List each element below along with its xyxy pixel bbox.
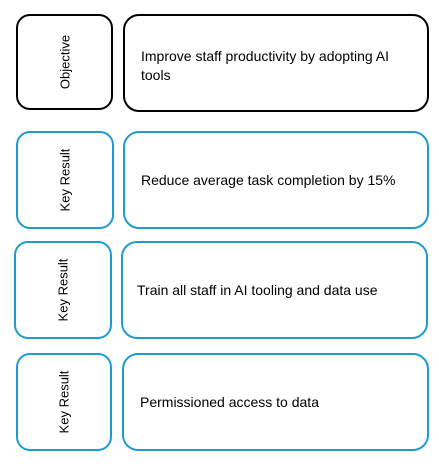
key-result-2-label-box: Key Result — [14, 241, 112, 339]
key-result-2-text: Train all staff in AI tooling and data u… — [137, 281, 378, 298]
objective-label-box: Objective — [16, 14, 113, 110]
objective-text: Improve staff productivity by adopting A… — [141, 48, 389, 83]
key-result-1-text: Reduce average task completion by 15% — [141, 171, 396, 188]
key-result-3-label-box: Key Result — [16, 353, 112, 451]
key-result-1-content-box: Reduce average task completion by 15% — [123, 131, 429, 229]
key-result-1-label-box: Key Result — [16, 131, 114, 229]
objective-content-box: Improve staff productivity by adopting A… — [123, 14, 429, 112]
key-result-3-content-box: Permissioned access to data — [122, 353, 429, 451]
key-result-1-label: Key Result — [57, 148, 73, 212]
key-result-2-content-box: Train all staff in AI tooling and data u… — [121, 241, 428, 339]
key-result-2-label: Key Result — [55, 258, 71, 322]
key-result-3-label: Key Result — [56, 370, 72, 434]
objective-label: Objective — [57, 34, 72, 90]
key-result-3-text: Permissioned access to data — [140, 393, 319, 410]
